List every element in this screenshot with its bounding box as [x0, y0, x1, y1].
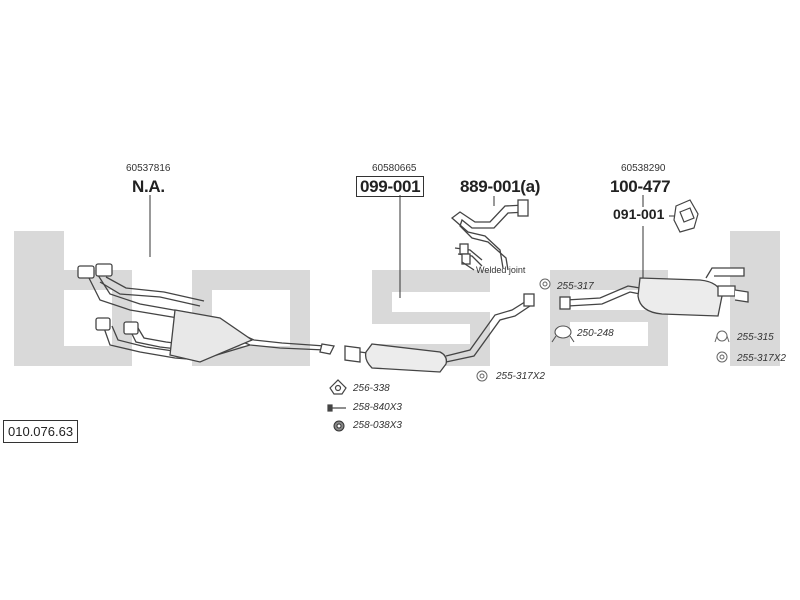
intermediate-part-code: 889-001(a) [460, 177, 541, 196]
front-part-code: N.A. [132, 177, 165, 196]
rubber-mount-icon [476, 278, 728, 382]
center-oe-number: 60580665 [372, 163, 417, 174]
fitting-label: 250-248 [577, 328, 614, 339]
fitting-label: 255-315 [737, 332, 774, 343]
bracket-part-code: 091-001 [613, 206, 665, 222]
rear-silencer [559, 267, 749, 317]
intermediate-pipe [450, 199, 529, 271]
center-part-code: 099-001 [356, 176, 425, 197]
gasket-icon [329, 379, 347, 395]
bosal-watermark-logo [14, 231, 780, 366]
fitting-label: 258-840X3 [353, 402, 402, 413]
rear-oe-number: 60538290 [621, 163, 666, 174]
fitting-label: 256-338 [353, 383, 390, 394]
center-silencer [344, 293, 535, 373]
clamp-icon [551, 325, 575, 343]
fitting-label: 258-038X3 [353, 420, 402, 431]
nut-icon [333, 420, 345, 432]
welded-joint-note: Welded joint [476, 265, 526, 275]
fitting-label: 255-317X2 [737, 353, 786, 364]
front-oe-number: 60537816 [126, 163, 171, 174]
fitting-label: 255-317X2 [496, 371, 545, 382]
hanger-icon [714, 330, 730, 343]
bracket-icon [673, 199, 699, 233]
rear-part-code: 100-477 [610, 177, 671, 196]
front-y-pipe [77, 263, 335, 363]
kit-number-label: 010.076.63 [3, 420, 79, 443]
bolt-icon [327, 404, 346, 412]
fitting-label: 255-317 [557, 281, 594, 292]
